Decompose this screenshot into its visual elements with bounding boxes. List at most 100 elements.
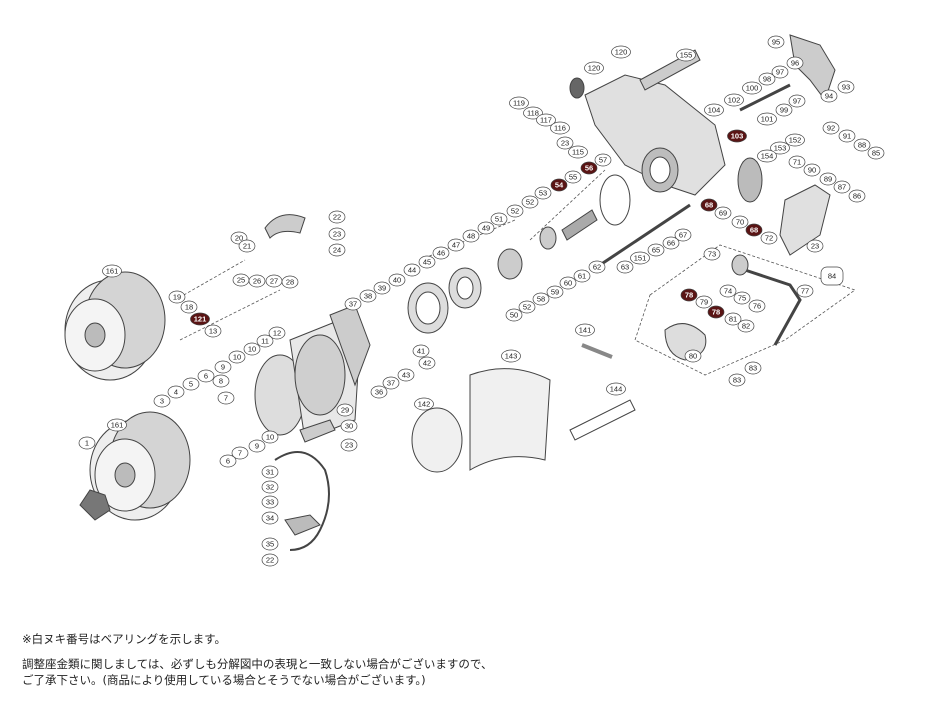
callout-40: 40 [388, 273, 406, 287]
callout-number: 46 [437, 249, 445, 258]
callout-86: 86 [848, 189, 866, 203]
callout-bubble [388, 273, 406, 287]
callout-bubble [575, 323, 595, 337]
callout-30: 30 [340, 419, 358, 433]
callout-bubble [370, 385, 388, 399]
callout-number: 70 [736, 218, 744, 227]
callout-bubble [700, 198, 718, 212]
callout-number: 9 [221, 363, 225, 372]
callout-99: 99 [775, 103, 793, 117]
callout-number: 153 [774, 144, 787, 153]
callout-number: 80 [689, 352, 697, 361]
callout-bubble [770, 141, 790, 155]
callout-34: 34 [261, 511, 279, 525]
callout-bubble [837, 80, 855, 94]
callout-22: 22 [261, 553, 279, 567]
callout-bubble [564, 170, 582, 184]
callout-number: 76 [753, 302, 761, 311]
callout-bubble [662, 236, 680, 250]
callout-100: 100 [742, 81, 762, 95]
callout-number: 78 [712, 308, 720, 317]
callout-bubble [256, 334, 274, 348]
callout-layer: 9512012015511911811711611523969897971009… [78, 35, 885, 567]
callout-bubble [822, 121, 840, 135]
callout-number: 63 [621, 263, 629, 272]
callout-number: 115 [572, 148, 584, 157]
callout-number: 11 [261, 337, 269, 346]
callout-161: 161 [102, 264, 122, 278]
callout-bubble [757, 149, 777, 163]
callout-69: 69 [714, 206, 732, 220]
callout-bubble [594, 153, 612, 167]
callout-7: 7 [217, 391, 235, 405]
callout-number: 72 [765, 234, 773, 243]
callout-bubble [328, 243, 346, 257]
callout-bubble [180, 300, 198, 314]
bail-support [299, 419, 336, 443]
callout-bubble [727, 129, 747, 143]
callout-bubble [684, 349, 702, 363]
callout-number: 53 [539, 189, 547, 198]
callout-bubble [707, 305, 725, 319]
spool-band [469, 368, 551, 471]
callout-bubble [680, 288, 698, 302]
callout-number: 30 [345, 422, 353, 431]
callout-bubble [704, 103, 724, 117]
callout-number: 26 [253, 277, 261, 286]
callout-48: 48 [462, 229, 480, 243]
callout-104: 104 [704, 103, 724, 117]
callout-bubble [505, 308, 523, 322]
callout-number: 29 [341, 406, 349, 415]
callout-number: 50 [510, 311, 518, 320]
callout-number: 119 [513, 99, 525, 108]
callout-bubble [559, 276, 577, 290]
callout-121: 121 [190, 312, 210, 326]
callout-number: 94 [825, 92, 833, 101]
callout-bubble [820, 89, 838, 103]
callout-number: 93 [842, 83, 850, 92]
callout-45: 45 [418, 255, 436, 269]
callout-142: 142 [414, 397, 434, 411]
spool-upper [64, 271, 166, 381]
callout-number: 83 [733, 376, 741, 385]
callout-number: 10 [266, 433, 274, 442]
callout-number: 6 [204, 372, 208, 381]
callout-77: 77 [796, 284, 814, 298]
callout-number: 41 [417, 347, 425, 356]
callout-27: 27 [265, 274, 283, 288]
drag-knob [79, 489, 111, 521]
callout-141: 141 [575, 323, 595, 337]
callout-62: 62 [588, 260, 606, 274]
callout-bubble [584, 61, 604, 75]
callout-117: 117 [536, 113, 556, 127]
callout-65: 65 [647, 243, 665, 257]
callout-number: 10 [248, 345, 256, 354]
callout-number: 12 [273, 329, 281, 338]
callout-number: 54 [555, 181, 564, 190]
callout-bubble [344, 297, 362, 311]
callout-bubble [771, 65, 789, 79]
callout-number: 52 [523, 303, 531, 312]
callout-bubble [573, 269, 591, 283]
callout-6: 6 [219, 454, 237, 468]
callout-number: 161 [106, 267, 119, 276]
callout-bubble [397, 368, 415, 382]
callout-number: 56 [585, 164, 593, 173]
callout-bubble [848, 189, 866, 203]
callout-bubble [336, 403, 354, 417]
callout-bubble [588, 260, 606, 274]
callout-116: 116 [550, 121, 570, 135]
callout-number: 28 [286, 278, 294, 287]
callout-bubble [153, 394, 171, 408]
line-roller [284, 514, 321, 536]
callout-number: 98 [763, 75, 771, 84]
callout-23: 23 [556, 136, 574, 150]
callout-155: 155 [676, 48, 696, 62]
spool-lower [89, 411, 191, 521]
callout-bubble [523, 106, 543, 120]
callout-number: 97 [793, 97, 801, 106]
callout-18: 18 [180, 300, 198, 314]
callout-number: 66 [667, 239, 675, 248]
callout-10: 10 [228, 350, 246, 364]
callout-number: 83 [749, 364, 757, 373]
